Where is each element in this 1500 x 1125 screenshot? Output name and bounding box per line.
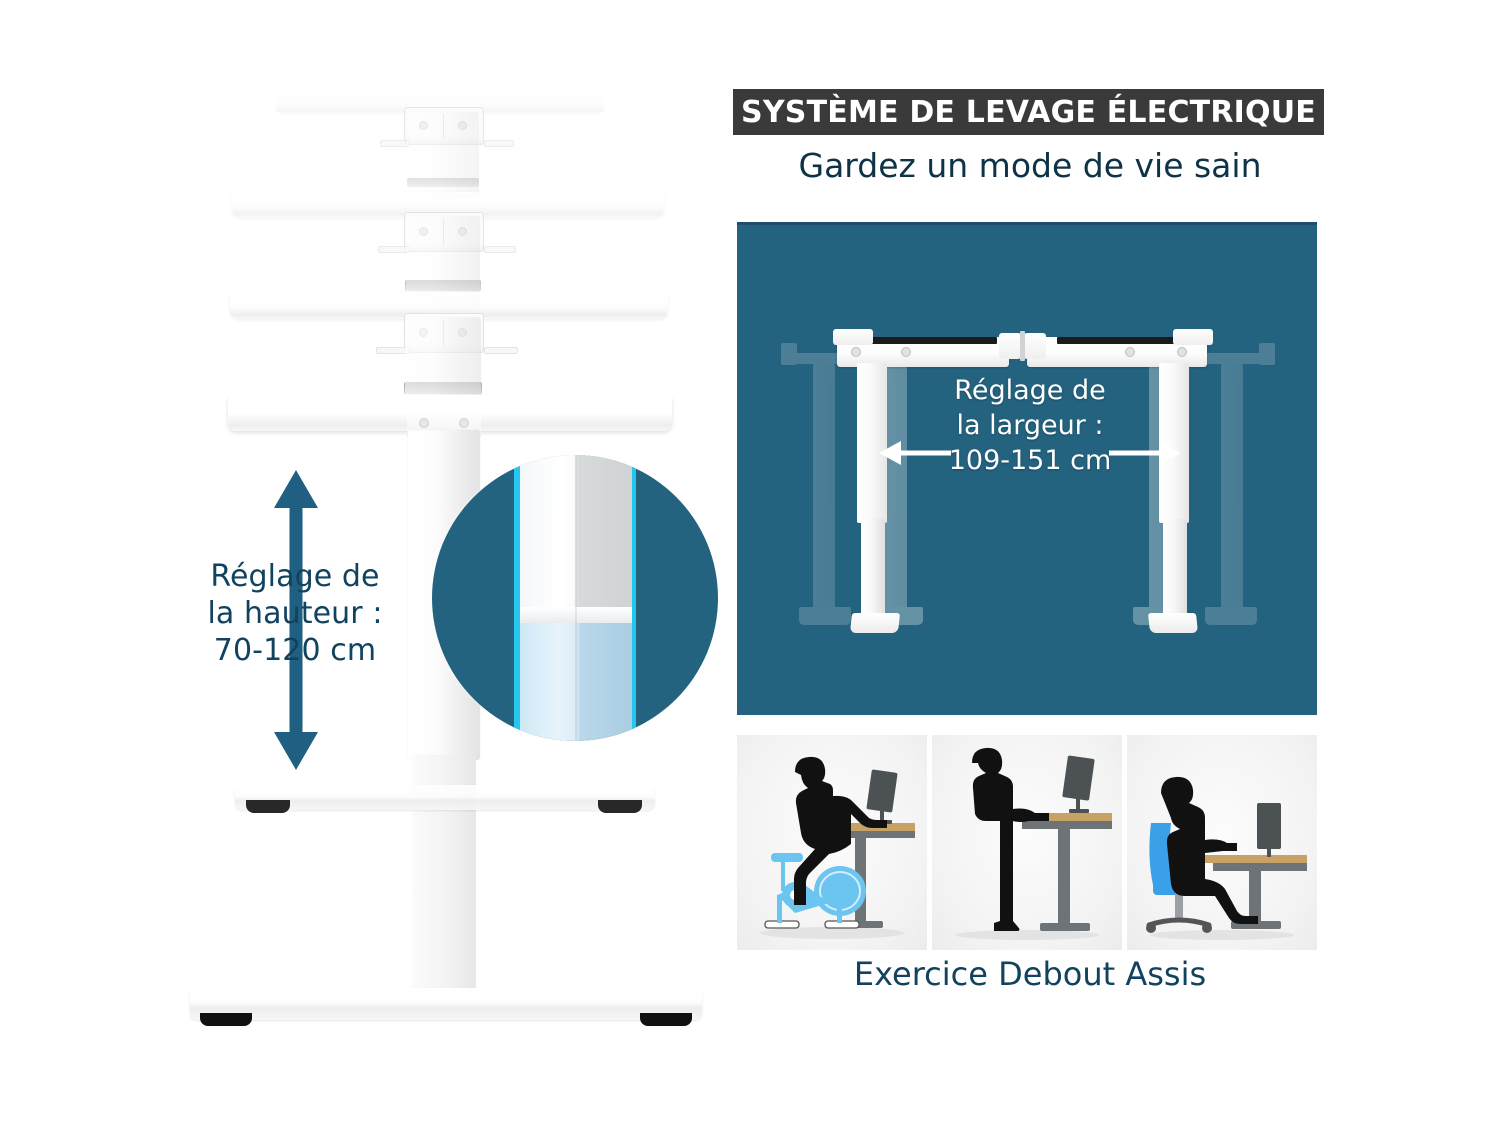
mount-bracket bbox=[404, 212, 484, 252]
height-arrow-icon bbox=[272, 470, 320, 770]
thumbnail-caption: Exercice Debout Assis bbox=[853, 955, 1207, 993]
leg-left-lower bbox=[861, 519, 885, 625]
thumb-standing bbox=[932, 735, 1122, 950]
left-panel: Réglage de la hauteur : 70-120 cm bbox=[0, 0, 730, 1125]
width-adjustment-label: Réglage de la largeur : 109-151 cm bbox=[922, 373, 1138, 478]
width-label-line-2: la largeur : bbox=[956, 410, 1104, 441]
right-panel: SYSTÈME DE LEVAGE ÉLECTRIQUE Gardez un m… bbox=[730, 0, 1500, 1125]
tabletop-ghost bbox=[275, 92, 605, 114]
width-label-line-3: 109-151 cm bbox=[948, 445, 1112, 476]
width-label-line-1: Réglage de bbox=[954, 375, 1106, 406]
section-subtitle: Gardez un mode de vie sain bbox=[798, 146, 1262, 185]
beam-coupler-left bbox=[999, 333, 1021, 359]
posture-thumbnail-row bbox=[737, 735, 1317, 950]
section-title-bar: SYSTÈME DE LEVAGE ÉLECTRIQUE bbox=[733, 89, 1324, 135]
foot-left bbox=[849, 613, 901, 633]
thumb-exercise-bike bbox=[737, 735, 927, 950]
width-adjustment-panel: Réglage de la largeur : 109-151 cm bbox=[737, 222, 1317, 715]
height-adjustment-label: Réglage de la hauteur : 70-120 cm bbox=[180, 558, 410, 669]
height-label-line-1: Réglage de bbox=[210, 559, 380, 594]
column-closeup-callout bbox=[432, 455, 718, 741]
page-title: SYSTÈME DE LEVAGE ÉLECTRIQUE bbox=[741, 94, 1316, 130]
thumb-sitting bbox=[1127, 735, 1317, 950]
height-label-line-3: 70-120 cm bbox=[213, 633, 377, 668]
foot-right bbox=[1147, 613, 1199, 633]
height-label-line-2: la hauteur : bbox=[207, 596, 383, 631]
leg-right-lower bbox=[1163, 519, 1187, 625]
desk-frame-height-stack: Réglage de la hauteur : 70-120 cm bbox=[0, 0, 730, 1125]
beam-coupler-right bbox=[1024, 333, 1046, 359]
mount-bracket bbox=[404, 107, 484, 145]
